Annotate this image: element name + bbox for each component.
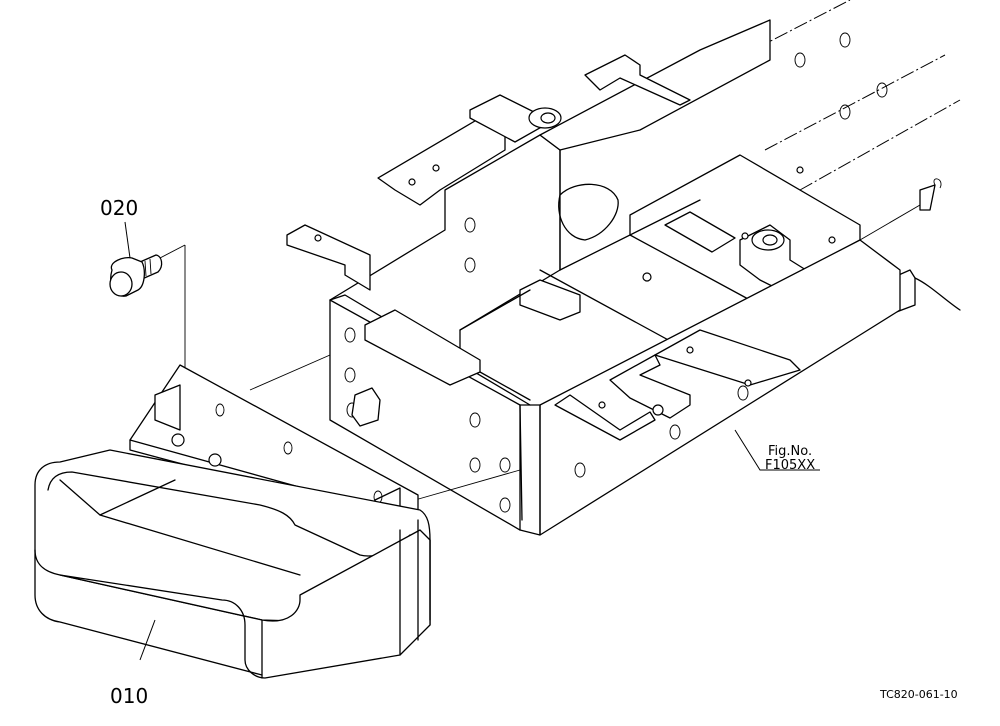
leaders bbox=[124, 221, 820, 661]
part-label-010[interactable]: 010 bbox=[110, 684, 148, 708]
drawing-code: TC820-061-10 bbox=[879, 688, 958, 701]
bolt-020[interactable] bbox=[109, 254, 163, 297]
assembly-lines bbox=[159, 244, 521, 501]
chassis-frame bbox=[286, 0, 961, 536]
fig-no-label: Fig.No. bbox=[768, 444, 812, 459]
fig-no-value[interactable]: F105XX bbox=[765, 458, 815, 473]
step-010[interactable] bbox=[34, 364, 431, 679]
part-label-020[interactable]: 020 bbox=[100, 196, 138, 220]
